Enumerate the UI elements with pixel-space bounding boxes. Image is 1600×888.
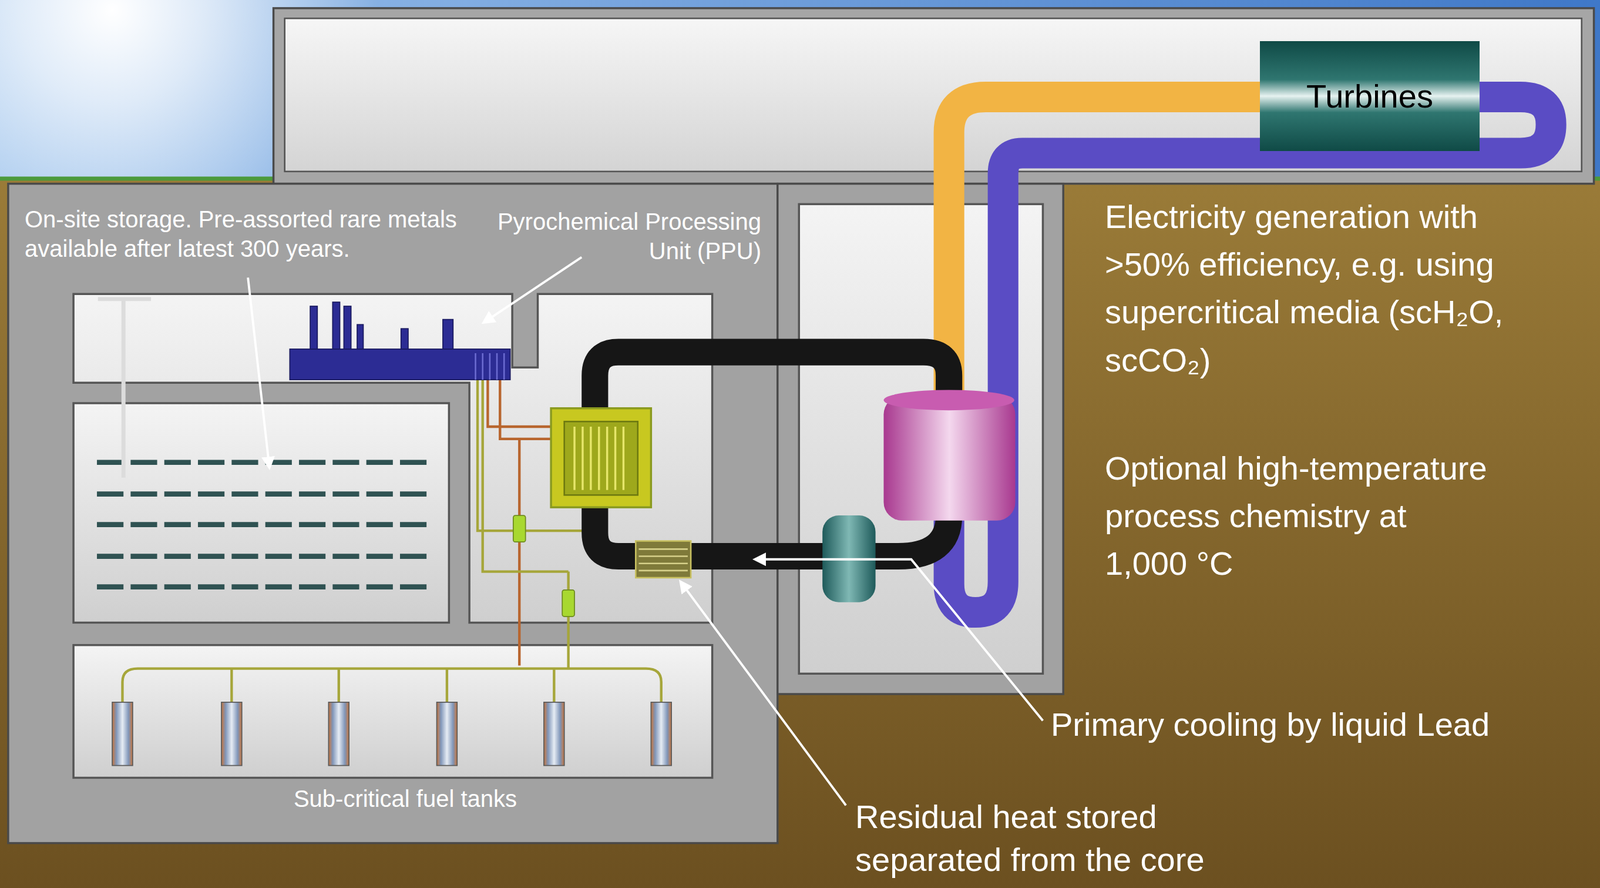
valves: [562, 589, 575, 617]
turbine-hall: [284, 18, 1582, 172]
fuel-tanks: [112, 701, 672, 766]
label-text: Sub-critical fuel tanks: [293, 784, 517, 813]
leader-lines: [755, 559, 1044, 721]
process-pipes: [122, 668, 661, 702]
crane: [98, 298, 151, 478]
fuel-tanks-label: Sub-critical fuel tanks: [293, 784, 517, 813]
ppu-unit: [310, 306, 318, 349]
storage-racks: [96, 491, 429, 497]
fuel-tanks: [543, 701, 565, 766]
ppu-unit: [401, 328, 409, 349]
reactor-vessel: [883, 395, 1015, 521]
crane: [121, 298, 126, 478]
underground-building: [8, 183, 778, 843]
underground-building: [73, 402, 449, 623]
reactor-vessel: [883, 389, 1014, 410]
ground: [0, 179, 1600, 888]
reactor-vessel: [883, 389, 1015, 520]
process-pipes: [122, 379, 661, 702]
heat-exchanger: [564, 421, 638, 495]
leader-lines: [247, 257, 1043, 806]
valves: [513, 515, 575, 617]
leader-lines: [483, 257, 582, 323]
underground-building: [8, 183, 1064, 843]
ppu-unit: [289, 301, 510, 380]
ppu-unit: [475, 353, 505, 380]
process-pipes: [518, 438, 521, 666]
storage-racks: [96, 583, 429, 590]
label-text: Optional high-temperature process chemis…: [1104, 444, 1496, 588]
underground-building: [73, 644, 713, 778]
ppu-unit: [332, 301, 340, 349]
storage-racks: [96, 459, 429, 465]
residual-heat-store: [639, 548, 688, 570]
heat-exchanger: [574, 426, 624, 490]
turbine-box: Turbines: [1259, 41, 1480, 151]
residual-heat-store: [635, 540, 691, 578]
process-pipes: [231, 668, 554, 702]
process-pipes: [487, 379, 556, 427]
ppu-unit: [442, 319, 453, 349]
label-text: Pyrochemical Processing Unit (PPU): [481, 206, 762, 266]
ppu-unit: [289, 348, 510, 380]
label-text: On-site storage. Pre-assorted rare metal…: [24, 204, 472, 264]
fuel-tanks: [221, 701, 242, 766]
coolant-label: Primary cooling by liquid Lead: [1050, 704, 1490, 744]
residual-heat-store: [635, 540, 691, 578]
heat-exchanger: [550, 408, 651, 507]
storage-racks: [96, 521, 429, 527]
storage-note: On-site storage. Pre-assorted rare metal…: [24, 204, 472, 264]
storage-racks: [96, 462, 429, 587]
residual-heat-label: Residual heat stored separated from the …: [855, 795, 1279, 882]
process-pipes: [566, 571, 570, 669]
label-text: Residual heat stored separated from the …: [855, 795, 1279, 882]
fuel-tanks: [437, 701, 458, 766]
ppu-unit: [357, 324, 363, 349]
process-heat-note: Optional high-temperature process chemis…: [1104, 444, 1496, 588]
leader-lines: [247, 277, 270, 467]
underground-building: [777, 183, 1064, 694]
storage-racks: [96, 553, 429, 559]
label-text: Primary cooling by liquid Lead: [1050, 704, 1490, 744]
heat-exchanger: [550, 408, 651, 507]
valves: [513, 515, 526, 542]
label-text: Electricity generation with >50% efficie…: [1104, 192, 1517, 384]
ppu-label: Pyrochemical Processing Unit (PPU): [481, 206, 762, 266]
return-pipe: [949, 96, 1552, 613]
fuel-tanks: [650, 701, 672, 766]
box-text: Turbines: [1306, 76, 1434, 116]
fuel-tanks: [328, 701, 349, 766]
process-pipes: [499, 379, 557, 439]
ppu-unit: [343, 306, 351, 349]
electricity-note: Electricity generation with >50% efficie…: [1104, 192, 1517, 384]
fuel-tanks: [112, 701, 133, 766]
leader-lines: [680, 581, 846, 805]
